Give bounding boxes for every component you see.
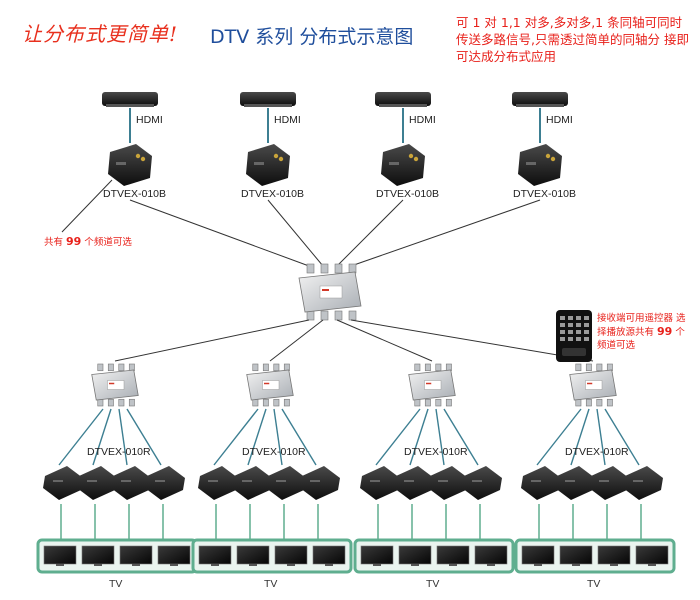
drop-link-3-1 xyxy=(375,408,421,466)
tv-label-3: TV xyxy=(426,578,440,590)
receiver-1-3 xyxy=(111,466,151,500)
channels-note-pointer xyxy=(61,179,113,233)
receiver-4-1 xyxy=(521,466,561,500)
trunk-link-2 xyxy=(269,319,324,362)
coax-link-1 xyxy=(129,199,310,267)
hdmi-label-1: HDMI xyxy=(136,114,163,126)
channels-note: 共有 99 个频道可选 xyxy=(44,235,132,248)
hdmi-label-4: HDMI xyxy=(546,114,573,126)
transmitter-label-3: DTVEX-010B xyxy=(376,188,440,200)
receiver-label-2: DTVEX-010R xyxy=(242,446,306,458)
drop-link-2-1 xyxy=(213,408,259,466)
tv-4-1 xyxy=(521,545,555,565)
hdmi-label-3: HDMI xyxy=(409,114,436,126)
hdmi-label-2: HDMI xyxy=(274,114,301,126)
tv-3-4 xyxy=(474,545,508,565)
group-splitter-1 xyxy=(91,363,139,407)
trunk-link-4 xyxy=(350,319,594,362)
tv-2-1 xyxy=(198,545,232,565)
transmitter-2 xyxy=(246,144,290,186)
group-splitter-4 xyxy=(569,363,617,407)
drop-link-2-3 xyxy=(273,408,283,466)
transmitter-4 xyxy=(518,144,562,186)
source-box-3 xyxy=(375,92,431,106)
tv-1-3 xyxy=(119,545,153,565)
transmitter-label-1: DTVEX-010B xyxy=(103,188,167,200)
drop-link-4-3 xyxy=(596,408,606,466)
drop-link-1-2 xyxy=(92,408,112,466)
receiver-1-4 xyxy=(145,466,185,500)
trunk-link-1 xyxy=(114,319,310,362)
tv-4-4 xyxy=(635,545,669,565)
receiver-3-1 xyxy=(360,466,400,500)
receiver-4-4 xyxy=(623,466,663,500)
drop-link-2-4 xyxy=(281,408,317,466)
drop-link-1-4 xyxy=(126,408,162,466)
tv-4-3 xyxy=(597,545,631,565)
drop-link-2-2 xyxy=(247,408,267,466)
tv-2-3 xyxy=(274,545,308,565)
source-box-4 xyxy=(512,92,568,106)
receiver-3-3 xyxy=(428,466,468,500)
drop-link-3-2 xyxy=(409,408,429,466)
source-box-1 xyxy=(102,92,158,106)
remote-control-icon xyxy=(556,310,592,362)
tv-2-4 xyxy=(312,545,346,565)
tv-bank-3 xyxy=(353,538,515,574)
main-splitter xyxy=(298,263,362,321)
transmitter-3 xyxy=(381,144,425,186)
tv-label-2: TV xyxy=(264,578,278,590)
drop-link-3-3 xyxy=(435,408,445,466)
source-box-2 xyxy=(240,92,296,106)
tv-label-4: TV xyxy=(587,578,601,590)
coax-link-3 xyxy=(336,199,404,267)
receiver-3-2 xyxy=(394,466,434,500)
receiver-1-2 xyxy=(77,466,117,500)
drop-link-1-3 xyxy=(118,408,128,466)
tv-3-2 xyxy=(398,545,432,565)
tv-3-1 xyxy=(360,545,394,565)
receiver-label-3: DTVEX-010R xyxy=(404,446,468,458)
slogan: 让分布式更简单! xyxy=(22,22,179,46)
drop-link-4-4 xyxy=(604,408,640,466)
tv-2-2 xyxy=(236,545,270,565)
tv-1-4 xyxy=(157,545,191,565)
receiver-1-1 xyxy=(43,466,83,500)
receiver-2-4 xyxy=(300,466,340,500)
drop-link-4-1 xyxy=(536,408,582,466)
receiver-2-1 xyxy=(198,466,238,500)
coax-link-4 xyxy=(350,199,541,267)
trunk-link-3 xyxy=(336,319,433,362)
tv-label-1: TV xyxy=(109,578,123,590)
group-splitter-3 xyxy=(408,363,456,407)
diagram-title: DTV 系列 分布式示意图 xyxy=(210,26,414,48)
transmitter-label-4: DTVEX-010B xyxy=(513,188,577,200)
tv-bank-4 xyxy=(514,538,676,574)
receiver-4-3 xyxy=(589,466,629,500)
remote-note: 接收端可用遥控器 选择播放源共有 99 个频道可选 xyxy=(597,313,686,351)
drop-link-1-1 xyxy=(58,408,104,466)
transmitter-1 xyxy=(108,144,152,186)
drop-link-3-4 xyxy=(443,408,479,466)
tv-bank-2 xyxy=(191,538,353,574)
receiver-label-1: DTVEX-010R xyxy=(87,446,151,458)
receiver-3-4 xyxy=(462,466,502,500)
receiver-label-4: DTVEX-010R xyxy=(565,446,629,458)
receiver-2-2 xyxy=(232,466,272,500)
tv-3-3 xyxy=(436,545,470,565)
description-text: 可 1 对 1,1 对多,多对多,1 条同轴可同时 传送多路信号,只需透过简单的… xyxy=(456,15,689,64)
tv-1-1 xyxy=(43,545,77,565)
receiver-4-2 xyxy=(555,466,595,500)
receiver-2-3 xyxy=(266,466,306,500)
coax-link-2 xyxy=(267,199,324,267)
transmitter-label-2: DTVEX-010B xyxy=(241,188,305,200)
tv-4-2 xyxy=(559,545,593,565)
tv-1-2 xyxy=(81,545,115,565)
group-splitter-2 xyxy=(246,363,294,407)
drop-link-4-2 xyxy=(570,408,590,466)
